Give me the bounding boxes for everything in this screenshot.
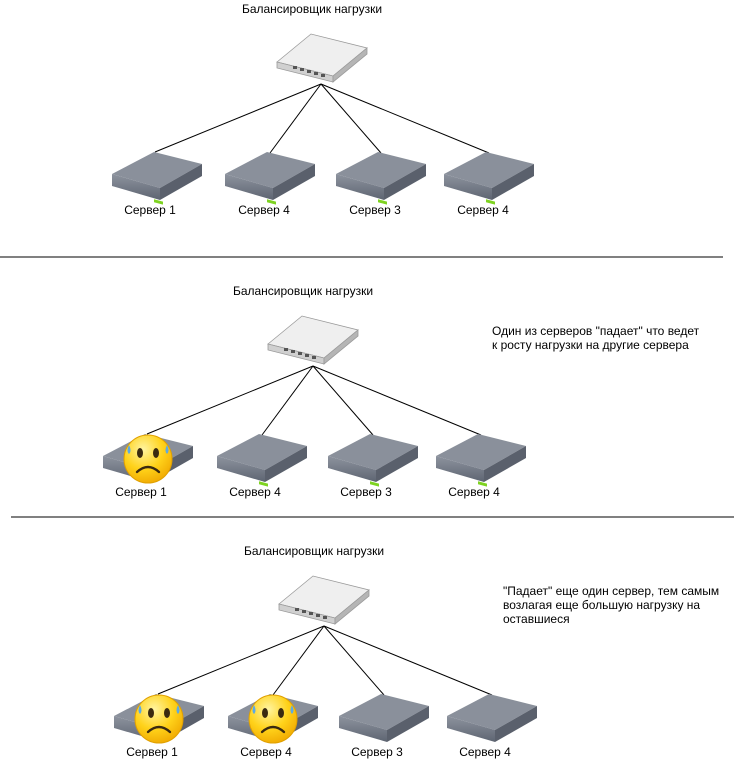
connection-line [323,625,385,696]
server-label: Сервер 4 [229,485,281,499]
connection-line [272,625,325,696]
server-label: Сервер 4 [448,485,500,499]
balancer-label: Балансировщик нагрузки [244,544,384,558]
server-label: Сервер 4 [459,745,511,759]
note-line: к росту нагрузки на другие сервера [492,338,689,352]
load-balancer-switch-icon [276,33,368,83]
sad-face-icon [123,434,173,484]
connection-line [146,365,314,435]
note-line: оставшиеся [503,612,570,626]
panel-3: Балансировщик нагрузки "Падает" еще один… [114,544,719,759]
connection-line [269,83,322,154]
note-line: "Падает" еще один сервер, тем самым [503,584,719,598]
connection-line [312,365,374,436]
connection-line [320,83,490,154]
server-icon [444,152,534,205]
server-icon [339,694,429,742]
sad-face-icon [248,694,298,744]
server-label: Сервер 3 [349,203,401,217]
connections [154,83,490,154]
server-label: Сервер 4 [238,203,290,217]
connection-line [154,83,322,153]
server-icon [225,152,315,205]
connection-line [312,365,482,436]
server-icon [328,434,418,487]
load-balancer-switch-icon [278,575,370,625]
server-label: Сервер 3 [340,485,392,499]
server-label: Сервер 1 [115,485,167,499]
server-label: Сервер 4 [240,745,292,759]
connection-line [261,365,314,436]
connection-line [323,625,493,696]
panel-1: Балансировщик нагрузки Сервер 1 Сервер 4 [112,2,534,217]
server-icon [336,152,426,205]
note-line: возлагая еще большую нагрузку на [503,598,700,612]
connections [146,365,482,436]
sad-face-icon [134,694,184,744]
balancer-label: Балансировщик нагрузки [233,284,373,298]
server-icon [112,152,202,205]
server-icon [217,434,307,487]
note-line: Один из серверов "падает" что ведет [492,324,700,338]
connections [157,625,493,696]
connection-line [320,83,382,154]
server-label: Сервер 3 [351,745,403,759]
server-icon [436,434,526,487]
server-label: Сервер 1 [124,203,176,217]
server-icon [447,694,537,742]
panel-2: Балансировщик нагрузки Один из серверов … [103,284,700,499]
balancer-label: Балансировщик нагрузки [242,2,382,16]
connection-line [157,625,325,695]
load-balancer-switch-icon [267,315,359,365]
server-label: Сервер 4 [457,203,509,217]
server-label: Сервер 1 [126,745,178,759]
